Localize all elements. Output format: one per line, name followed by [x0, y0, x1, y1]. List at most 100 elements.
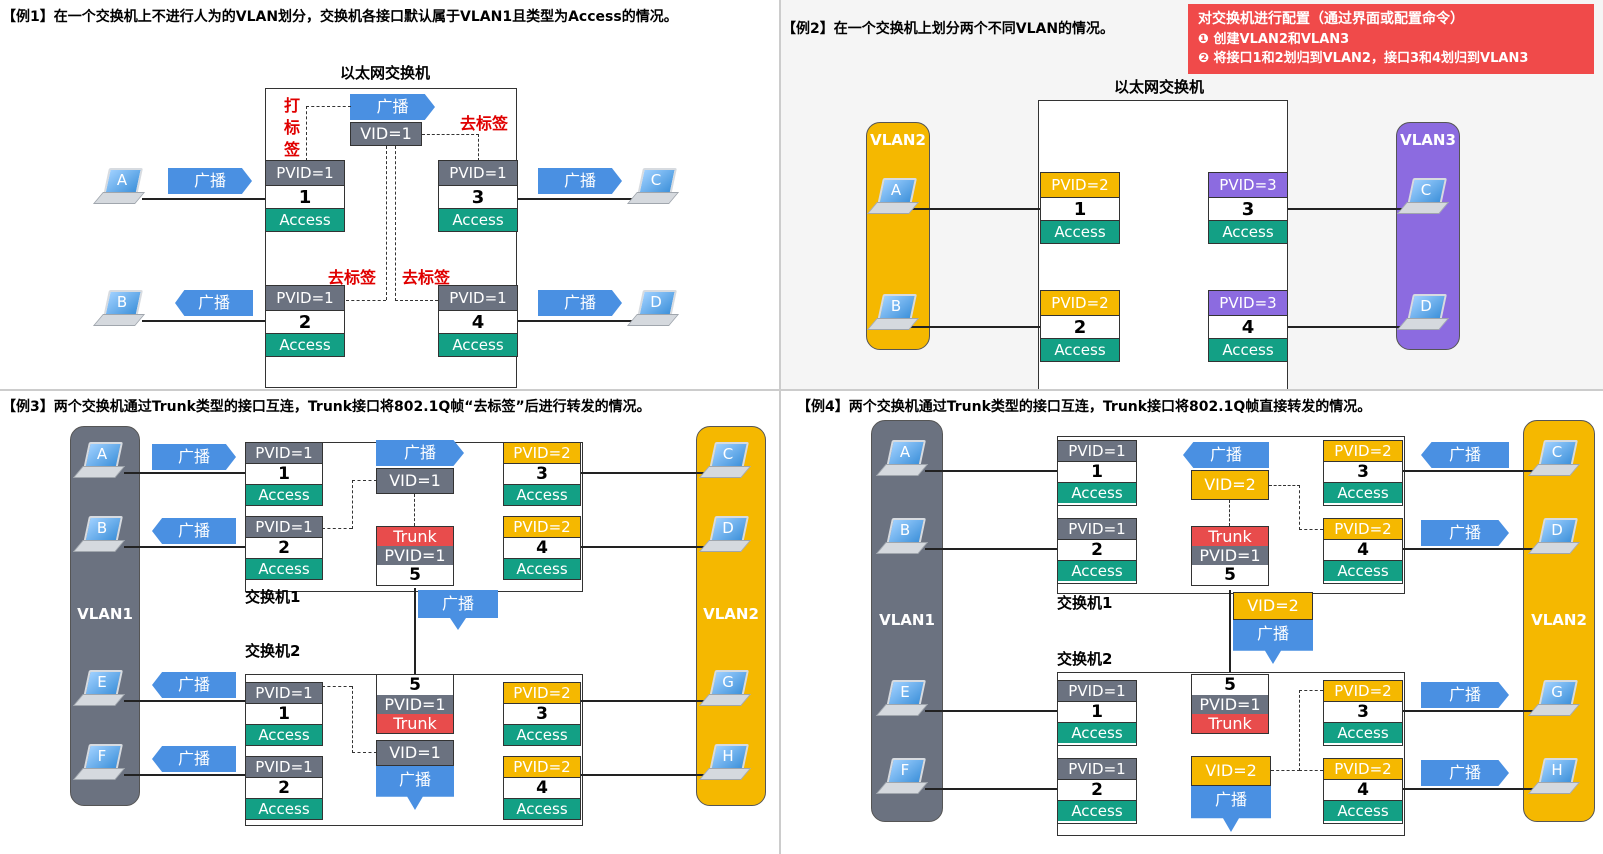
ex3-link-h: [581, 774, 705, 776]
ex4-host-f-laptop-icon: F: [875, 758, 929, 794]
ex1-port-4-type: Access: [439, 334, 517, 356]
ex4-broadcast-h: 广播: [1421, 760, 1509, 786]
ex2-port-4-pvid: PVID=3: [1209, 291, 1287, 315]
ex1-host-a-laptop-icon: A: [92, 168, 146, 204]
ex4-vid-bottom: VID=2: [1191, 756, 1271, 786]
ex3-switch-2-label: 交换机2: [245, 642, 301, 660]
ex3-vlan1-group: VLAN1: [70, 426, 140, 806]
ex1-broadcast-c: 广播: [538, 168, 622, 194]
ex1-port-3-type: Access: [439, 209, 517, 231]
ex1-tag-label: 打标签: [284, 96, 301, 159]
ex4-link-e: [925, 710, 1057, 712]
ex1-port-1: PVID=1 1 Access: [265, 160, 345, 232]
example-3-panel: 【例3】两个交换机通过Trunk类型的接口互连，Trunk接口将802.1Q帧“…: [0, 390, 795, 854]
ex2-port-1-type: Access: [1041, 221, 1119, 243]
ex3-link-b: [124, 546, 245, 548]
ex4-trunk-link: [1229, 590, 1231, 672]
ex3-host-c-laptop-icon: C: [698, 442, 752, 478]
ex2-port-3: PVID=3 3 Access: [1208, 172, 1288, 244]
ex2-port-3-type: Access: [1209, 221, 1287, 243]
example-1-panel: 【例1】在一个交换机上不进行人为的VLAN划分，交换机各接口默认属于VLAN1且…: [0, 0, 780, 390]
ex1-dash-4: [346, 300, 386, 301]
example-3-title: 【例3】两个交换机通过Trunk类型的接口互连，Trunk接口将802.1Q帧“…: [2, 399, 651, 415]
ex1-broadcast-a: 广播: [168, 168, 252, 194]
ex1-link-a: [142, 198, 265, 200]
ex4-broadcast-c: 广播: [1421, 442, 1509, 468]
ex1-link-b: [142, 320, 265, 322]
ex3-vid-bottom: VID=1: [376, 740, 454, 766]
ex1-port-4-num: 4: [439, 310, 517, 334]
ex3-frame-broadcast-top: 广播: [376, 440, 464, 466]
ex2-host-b-laptop-icon: B: [866, 294, 920, 330]
ex3-host-d-laptop-icon: D: [698, 516, 752, 552]
ex1-vid: VID=1: [350, 122, 422, 146]
ex1-untag-label-left: 去标签: [328, 268, 377, 287]
ex1-untag-label-right: 去标签: [402, 268, 451, 287]
ex1-port-1-pvid: PVID=1: [266, 161, 344, 185]
ex4-vid-middle: VID=2: [1233, 592, 1313, 620]
example-1-title: 【例1】在一个交换机上不进行人为的VLAN划分，交换机各接口默认属于VLAN1且…: [2, 9, 678, 25]
ex3-trunk-link: [414, 588, 416, 674]
callout-line1: ❶ 创建VLAN2和VLAN3: [1198, 32, 1350, 47]
callout-title: 对交换机进行配置（通过界面或配置命令）: [1198, 11, 1464, 27]
ex1-host-d-laptop-icon: D: [626, 290, 680, 326]
ex2-port-1: PVID=2 1 Access: [1040, 172, 1120, 244]
ex4-link-h: [1403, 788, 1533, 790]
ex1-port-2-num: 2: [266, 310, 344, 334]
ex2-port-3-num: 3: [1209, 197, 1287, 221]
ex3-host-f-laptop-icon: F: [72, 744, 126, 780]
divider-horizontal: [0, 389, 1603, 391]
ex1-link-c: [518, 198, 633, 200]
ex1-dash-5: [395, 146, 438, 301]
ex3-switch-1-label: 交换机1: [245, 588, 301, 606]
ex4-switch-2-label: 交换机2: [1057, 650, 1113, 668]
ex4-vid-top: VID=2: [1191, 470, 1269, 500]
ex1-host-b-laptop-icon: B: [92, 290, 146, 326]
ex1-port-3-pvid: PVID=1: [439, 161, 517, 185]
ex1-link-d: [518, 320, 633, 322]
ex4-dash-top: [1269, 485, 1300, 530]
ex2-host-a-laptop-icon: A: [866, 178, 920, 214]
ex2-port-3-pvid: PVID=3: [1209, 173, 1287, 197]
ex1-port-1-type: Access: [266, 209, 344, 231]
ex2-port-1-num: 1: [1041, 197, 1119, 221]
ex1-port-2: PVID=1 2 Access: [265, 285, 345, 357]
ex1-port-2-type: Access: [266, 334, 344, 356]
ex3-broadcast-a: 广播: [152, 444, 236, 470]
ex4-link-f: [925, 788, 1057, 790]
ex4-host-c-laptop-icon: C: [1527, 440, 1581, 476]
divider-vertical: [779, 0, 781, 854]
ex4-host-a-laptop-icon: A: [875, 440, 929, 476]
ex3-host-h-laptop-icon: H: [698, 744, 752, 780]
ex1-port-3: PVID=1 3 Access: [438, 160, 518, 232]
callout-line2: ❷ 将接口1和2划归到VLAN2，接口3和4划归到VLAN3: [1198, 51, 1529, 66]
ex2-port-2-type: Access: [1041, 339, 1119, 361]
ex3-broadcast-f: 广播: [152, 746, 236, 772]
ex4-link-b: [925, 548, 1057, 550]
ex4-dash-bottom: [1271, 690, 1300, 771]
ex3-link-a: [124, 472, 245, 474]
ex4-frame-broadcast-top: 广播: [1183, 442, 1269, 468]
ex2-port-2: PVID=2 2 Access: [1040, 290, 1120, 362]
ex3-link-g: [581, 700, 705, 702]
ex3-broadcast-e: 广播: [152, 672, 236, 698]
ex2-host-d-laptop-icon: D: [1396, 294, 1450, 330]
example-2-title: 【例2】在一个交换机上划分两个不同VLAN的情况。: [782, 21, 1115, 37]
ex3-link-c: [581, 472, 705, 474]
ex1-port-4: PVID=1 4 Access: [438, 285, 518, 357]
ex1-untag-label-top: 去标签: [460, 114, 509, 133]
ex1-broadcast-d: 广播: [538, 290, 622, 316]
ex3-vlan2-group: VLAN2: [696, 426, 766, 806]
ex2-link-d: [1288, 326, 1416, 328]
example-1-switch-name: 以太网交换机: [340, 64, 431, 82]
